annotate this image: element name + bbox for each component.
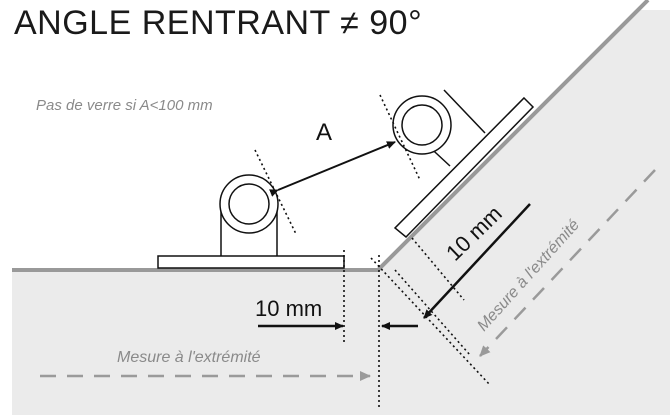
- measure-end-horizontal-label: Mesure à l'extrémité: [117, 349, 261, 366]
- left-base-plate: [157, 255, 345, 269]
- sloped-plate-end-diagonal: [411, 237, 465, 301]
- right-post-tangent: [379, 94, 421, 181]
- left-post-bracket: [157, 174, 345, 269]
- sloped-plate-lower-diagonal: [394, 269, 471, 356]
- wall-surface: [12, 10, 670, 415]
- wall-edge: [12, 0, 650, 272]
- right-base-plate: [393, 96, 535, 239]
- measure-end-sloped-arrow: [479, 169, 656, 357]
- page-title: ANGLE RENTRANT ≠ 90°: [14, 4, 423, 42]
- distance-a-arrow: [269, 141, 396, 197]
- note-no-glass: Pas de verre si A<100 mm: [36, 97, 213, 114]
- right-post-bracket: [392, 89, 535, 239]
- right-post-inner: [401, 104, 443, 146]
- left-post-inner: [228, 183, 270, 225]
- distance-a-label: A: [316, 119, 332, 146]
- offset-horizontal-label: 10 mm: [255, 296, 322, 321]
- offset-sloped-upper-arrow: [423, 203, 531, 319]
- corner-diagonal: [370, 257, 491, 386]
